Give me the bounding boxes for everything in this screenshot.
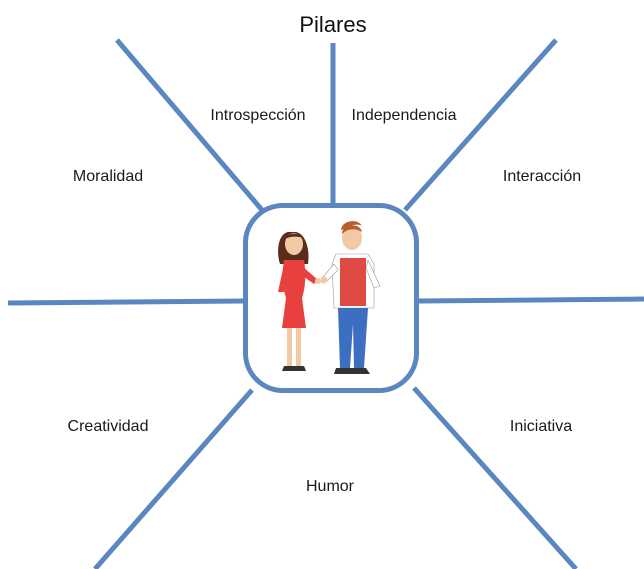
- pillar-label-introspeccion: Introspección: [210, 107, 306, 124]
- pillar-label-iniciativa: Iniciativa: [509, 418, 573, 435]
- spoke-top-right: [403, 38, 558, 212]
- spoke-left: [7, 298, 244, 306]
- spoke-right: [418, 296, 644, 304]
- spoke-bottom-right: [412, 386, 578, 569]
- pillar-label-independencia: Independencia: [351, 107, 457, 124]
- pillar-label-moralidad: Moralidad: [72, 168, 144, 185]
- center-image-frame: [243, 203, 419, 393]
- spoke-bottom-left: [93, 388, 254, 569]
- pillar-label-creatividad: Creatividad: [67, 418, 149, 435]
- man-figure: [320, 221, 381, 374]
- spoke-top-left: [115, 38, 264, 212]
- woman-figure: [278, 232, 321, 371]
- diagram-title: Pilares: [299, 12, 367, 37]
- people-talking-illustration: [278, 221, 381, 374]
- pillar-label-humor: Humor: [305, 478, 355, 495]
- pillar-label-interaccion: Interacción: [502, 168, 582, 185]
